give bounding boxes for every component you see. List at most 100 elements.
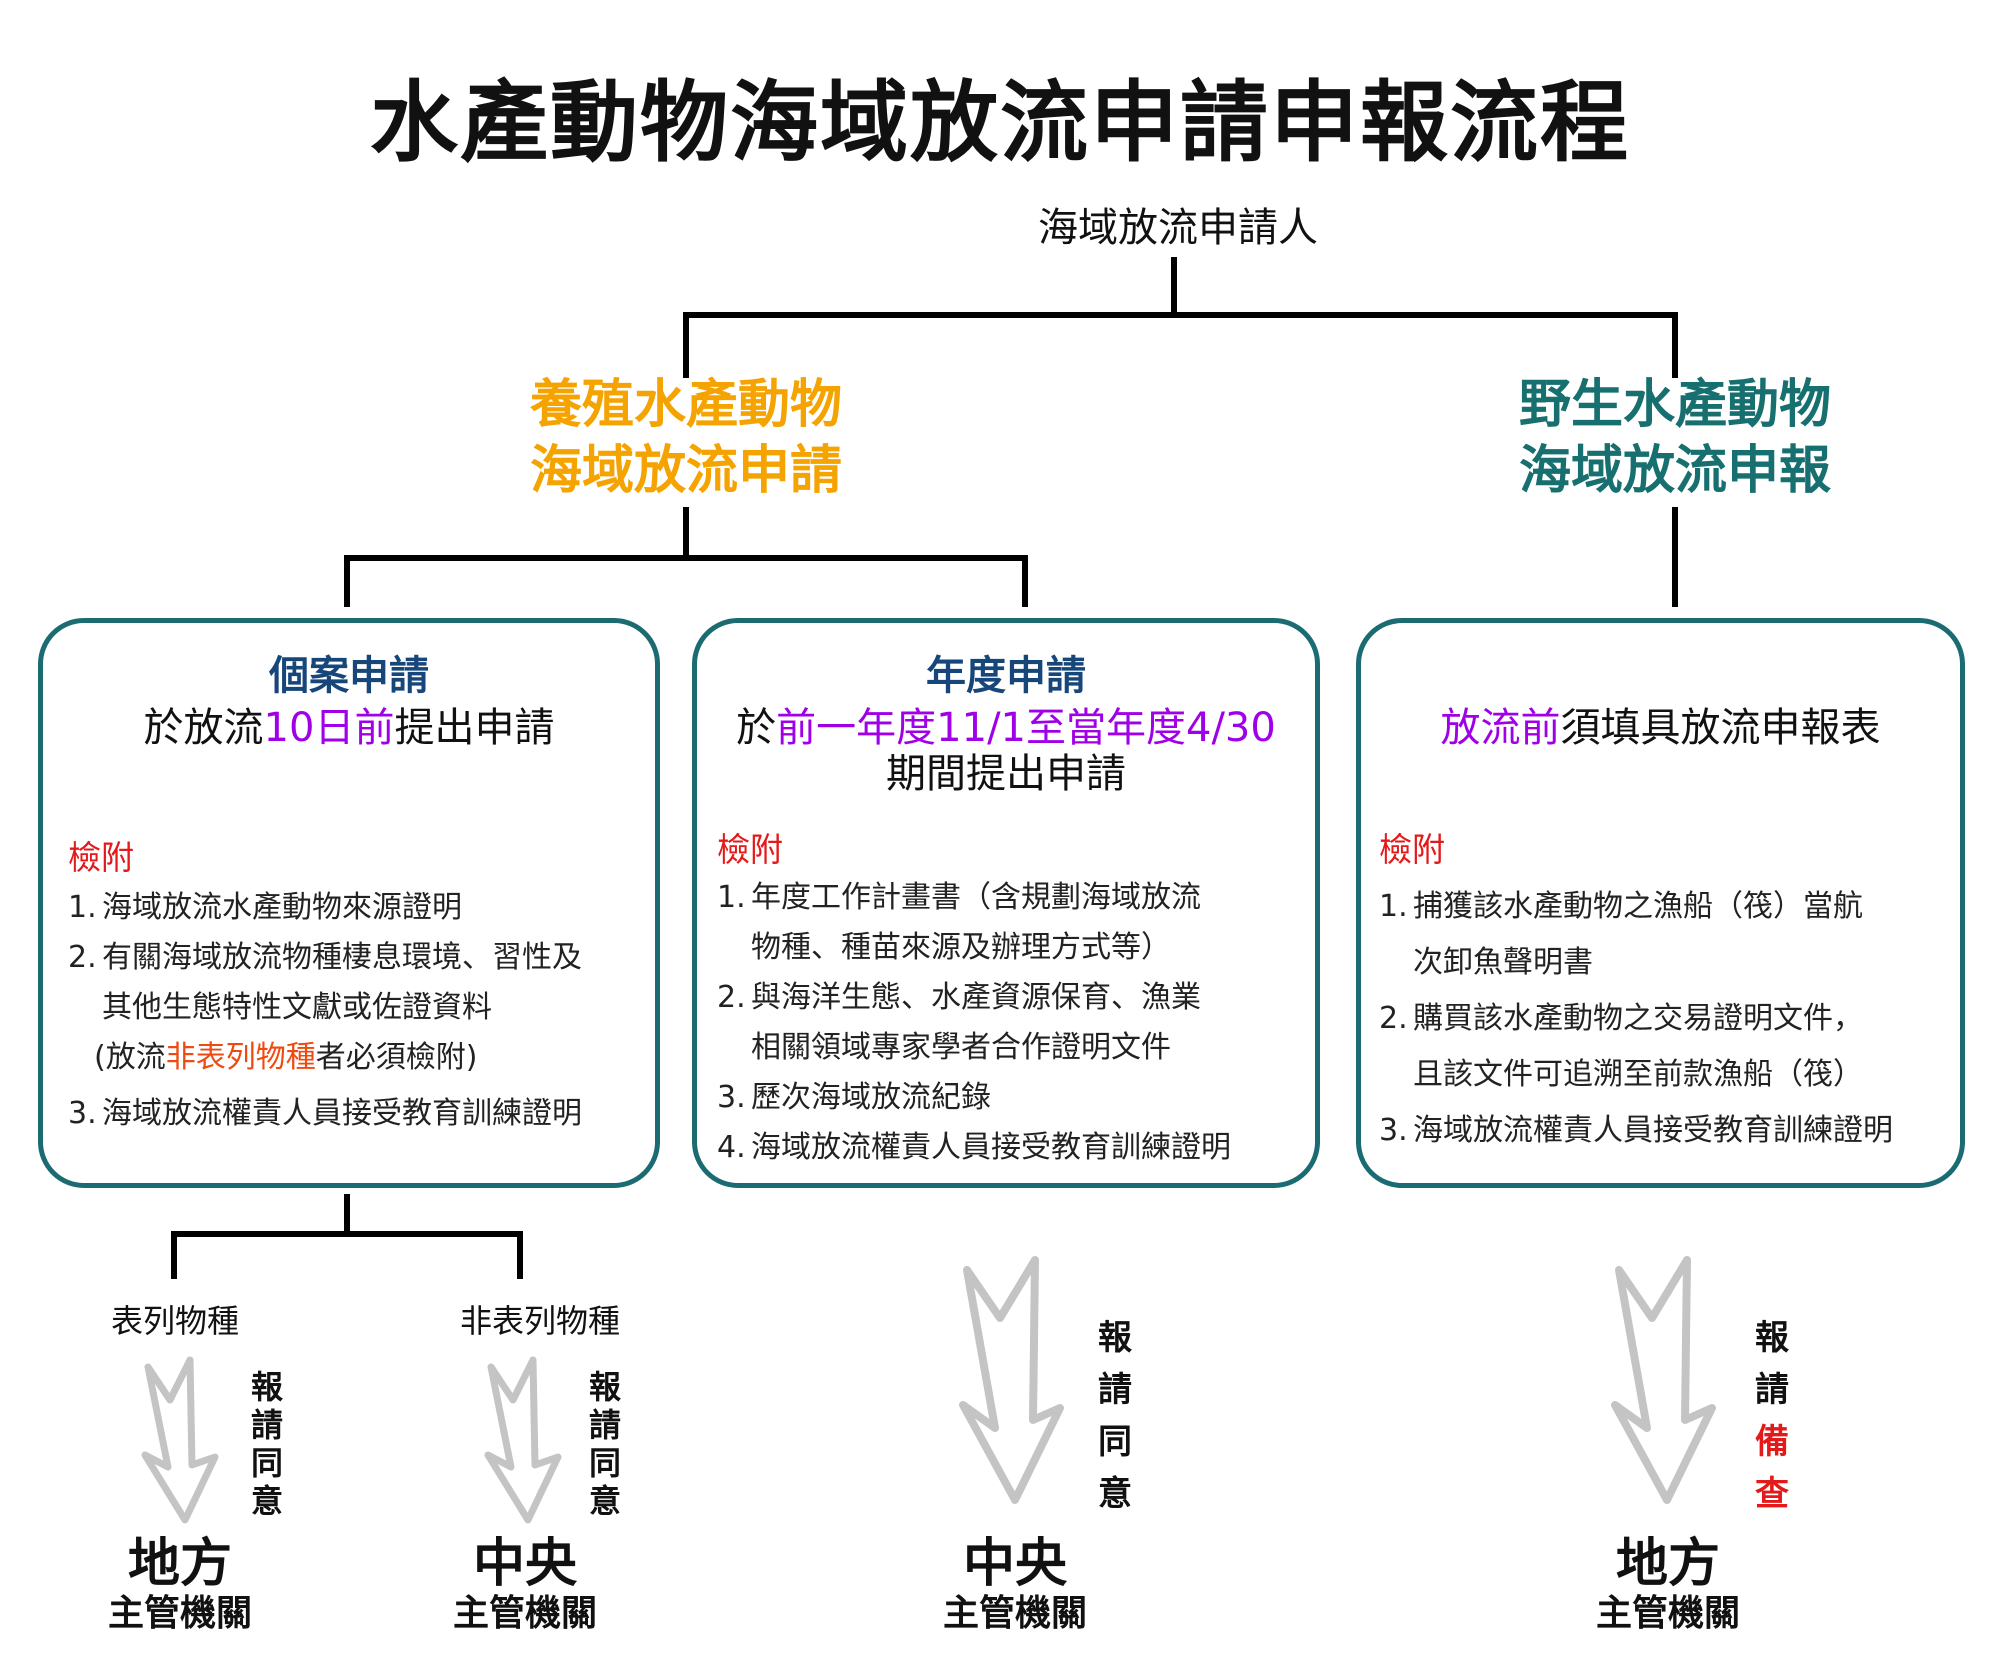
flow-action-text: 報 請 同 意 <box>585 1368 625 1520</box>
authority-level: 地方 <box>1615 1534 1720 1594</box>
connector-species-horizontal <box>171 1231 523 1237</box>
wild-category-line1: 野生水產動物 <box>1518 375 1831 435</box>
action-char: 同 <box>250 1444 283 1482</box>
item-number: 1. <box>1379 889 1408 924</box>
annual-deadline-post: 期間提出申請 <box>886 751 1126 797</box>
action-char: 請 <box>1755 1370 1789 1410</box>
action-char: 報 <box>1098 1318 1132 1358</box>
case-deadline: 於放流10日前提出申請 <box>43 705 655 751</box>
item-text-cont: 物種、種苗來源及辦理方式等） <box>751 930 1171 965</box>
wild-attach-list: 1.捕獲該水產動物之漁船（筏）當航次卸魚聲明書 2.購買該水產動物之交易證明文件… <box>1379 879 1893 1159</box>
authority-node: 中央 主管機關 <box>915 1535 1115 1635</box>
wild-deadline-post: 須填具放流申報表 <box>1560 705 1881 751</box>
action-char: 同 <box>588 1444 621 1482</box>
connector-top-horizontal <box>683 312 1678 318</box>
annual-attach-item: 4.海域放流權責人員接受教育訓練證明 <box>717 1123 1231 1173</box>
authority-sub: 主管機關 <box>107 1593 252 1634</box>
action-char: 請 <box>588 1406 621 1444</box>
item-note: (放流非表列物種者必須檢附) <box>94 1040 477 1075</box>
authority-level: 中央 <box>962 1534 1067 1594</box>
item-text: 海域放流權責人員接受教育訓練證明 <box>102 1096 582 1131</box>
annual-attach-label: 檢附 <box>717 830 783 869</box>
annual-deadline-highlight: 前一年度11/1至當年度4/30 <box>776 705 1276 751</box>
wild-attach-item: 2.購買該水產動物之交易證明文件， 且該文件可追溯至前款漁船（筏） <box>1379 991 1893 1103</box>
item-text: 海域放流權責人員接受教育訓練證明 <box>1413 1113 1893 1148</box>
item-text: 海域放流水產動物來源證明 <box>102 890 462 925</box>
item-number: 3. <box>1379 1113 1408 1148</box>
item-number: 1. <box>717 880 746 915</box>
connector-farmed-horizontal <box>344 555 1028 561</box>
authority-node: 地方 主管機關 <box>80 1535 280 1635</box>
item-text-cont: 且該文件可追溯至前款漁船（筏） <box>1413 1057 1863 1092</box>
item-text: 海域放流權責人員接受教育訓練證明 <box>751 1130 1231 1165</box>
case-attach-item: 2.有關海域放流物種棲息環境、習性及其他生態特性文獻或佐證資料(放流非表列物種者… <box>68 933 582 1083</box>
item-number: 2. <box>68 940 97 975</box>
connector-to-annual-box <box>1022 555 1028 607</box>
wild-attach-label: 檢附 <box>1379 830 1445 869</box>
case-application-heading: 個案申請 <box>269 653 429 699</box>
annual-attach-list: 1.年度工作計畫書（含規劃海域放流物種、種苗來源及辦理方式等） 2.與海洋生態、… <box>717 873 1231 1173</box>
action-char: 請 <box>250 1406 283 1444</box>
annual-attach-item: 2.與海洋生態、水產資源保育、漁業相關領域專家學者合作證明文件 <box>717 973 1231 1073</box>
item-note-highlight: 非表列物種 <box>165 1040 316 1075</box>
wild-declaration-box: 放流前須填具放流申報表 檢附 1.捕獲該水產動物之漁船（筏）當航次卸魚聲明書 2… <box>1356 618 1965 1188</box>
connector-case-down <box>344 1194 350 1237</box>
action-char-highlight: 查 <box>1755 1474 1789 1514</box>
action-char: 意 <box>1098 1474 1132 1514</box>
item-text: 歷次海域放流紀錄 <box>751 1080 991 1115</box>
authority-sub: 主管機關 <box>452 1593 597 1634</box>
item-text-cont: 次卸魚聲明書 <box>1413 945 1593 980</box>
listed-species-label: 表列物種 <box>110 1302 239 1340</box>
arrow-down-icon <box>484 1356 562 1524</box>
unlisted-species-label: 非表列物種 <box>459 1302 620 1340</box>
connector-to-listed <box>171 1231 177 1279</box>
authority-node: 中央 主管機關 <box>425 1535 625 1635</box>
item-text: 購買該水產動物之交易證明文件， <box>1413 1001 1863 1036</box>
action-char: 意 <box>250 1482 283 1520</box>
action-char: 報 <box>1755 1318 1789 1358</box>
wild-deadline-highlight: 放流前 <box>1440 705 1561 751</box>
action-char: 請 <box>1098 1370 1132 1410</box>
farmed-category-line2: 海域放流申請 <box>529 441 842 501</box>
case-attach-list: 1.海域放流水產動物來源證明 2.有關海域放流物種棲息環境、習性及其他生態特性文… <box>68 883 582 1139</box>
item-text-cont: 相關領域專家學者合作證明文件 <box>751 1030 1171 1065</box>
authority-sub: 主管機關 <box>942 1593 1087 1634</box>
action-char-highlight: 備 <box>1755 1422 1789 1462</box>
authority-level: 地方 <box>127 1534 232 1594</box>
action-char: 同 <box>1098 1422 1132 1462</box>
wild-category-line2: 海域放流申報 <box>1518 441 1831 501</box>
item-number: 3. <box>717 1080 746 1115</box>
flow-action-text: 報 請 同 意 <box>247 1368 287 1520</box>
item-number: 2. <box>1379 1001 1408 1036</box>
case-application-box: 個案申請 於放流10日前提出申請 檢附 1.海域放流水產動物來源證明 2.有關海… <box>38 618 660 1188</box>
action-char: 報 <box>588 1368 621 1406</box>
action-char: 報 <box>250 1368 283 1406</box>
annual-attach-item: 3.歷次海域放流紀錄 <box>717 1073 1231 1123</box>
connector-wild-down <box>1672 507 1678 607</box>
item-text-cont: 其他生態特性文獻或佐證資料 <box>102 990 492 1025</box>
case-deadline-highlight: 10日前 <box>263 705 395 751</box>
item-text: 年度工作計畫書（含規劃海域放流 <box>751 880 1201 915</box>
item-note-pre: (放流 <box>94 1040 166 1075</box>
authority-node: 地方 主管機關 <box>1568 1535 1768 1635</box>
item-note-post: 者必須檢附) <box>315 1040 478 1075</box>
wild-category-node: 野生水產動物 海域放流申報 <box>1425 372 1925 504</box>
connector-to-case-box <box>344 555 350 607</box>
case-attach-label: 檢附 <box>68 838 134 877</box>
applicant-node: 海域放流申請人 <box>1038 205 1318 251</box>
case-deadline-pre: 於放流 <box>143 705 264 751</box>
diagram-title: 水產動物海域放流申請申報流程 <box>369 71 1630 174</box>
farmed-category-line1: 養殖水產動物 <box>529 375 842 435</box>
arrow-down-icon <box>1611 1256 1716 1504</box>
connector-to-farmed <box>683 312 689 378</box>
connector-applicant-down <box>1171 257 1177 317</box>
authority-level: 中央 <box>472 1534 577 1594</box>
item-number: 3. <box>68 1096 97 1131</box>
case-deadline-post: 提出申請 <box>394 705 555 751</box>
connector-farmed-down <box>683 507 689 561</box>
wild-attach-item: 1.捕獲該水產動物之漁船（筏）當航次卸魚聲明書 <box>1379 879 1893 991</box>
item-text: 捕獲該水產動物之漁船（筏）當航 <box>1413 889 1863 924</box>
wild-attach-item: 3.海域放流權責人員接受教育訓練證明 <box>1379 1103 1893 1159</box>
annual-deadline-pre: 於 <box>736 705 777 751</box>
